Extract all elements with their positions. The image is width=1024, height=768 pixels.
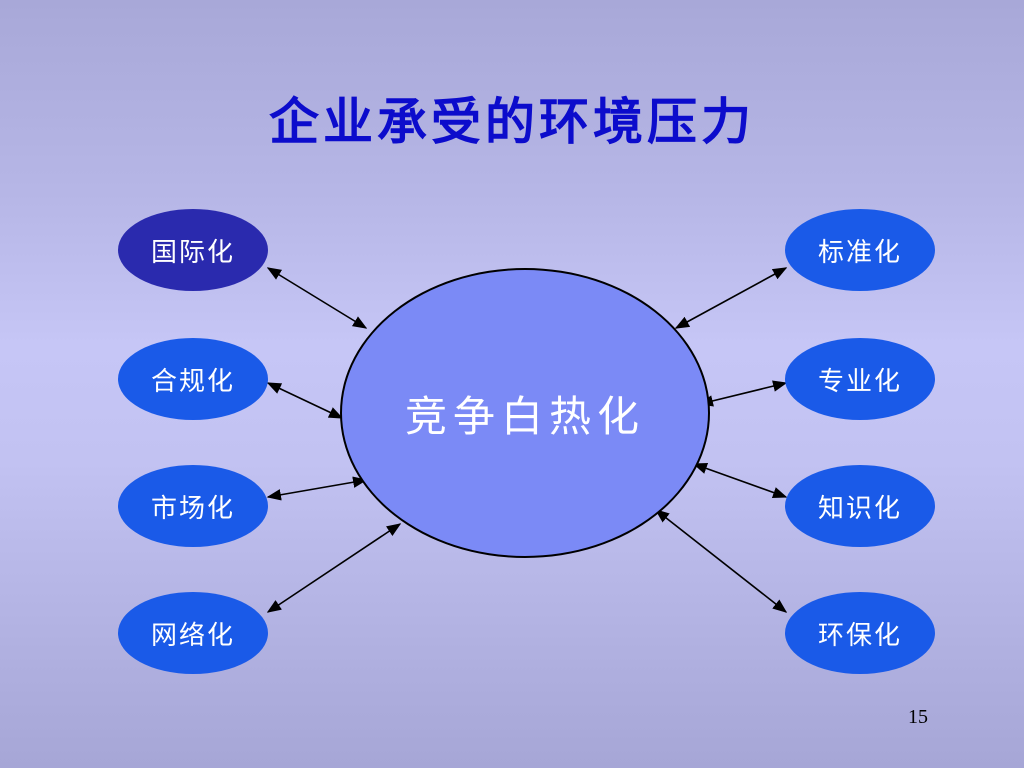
- arrow-biaozhunhua: [674, 267, 788, 329]
- node-shichanghua: 市场化: [118, 465, 268, 547]
- arrow-huanbaohua: [654, 509, 788, 613]
- page-number: 15: [908, 706, 928, 728]
- arrow-zhuanyehua: [698, 380, 788, 407]
- node-zhishihua: 知识化: [785, 465, 935, 547]
- node-wangluohua: 网络化: [118, 592, 268, 674]
- center-label: 竞争白热化: [404, 391, 645, 441]
- node-zhuanyehua: 专业化: [785, 338, 935, 420]
- center-ellipse: 竞争白热化: [340, 268, 710, 558]
- arrow-heguihua: [266, 382, 344, 419]
- arrow-guojihua: [266, 267, 368, 329]
- arrow-shichanghua: [266, 476, 368, 501]
- node-guojihua: 国际化: [118, 209, 268, 291]
- node-biaozhunhua: 标准化: [785, 209, 935, 291]
- arrow-wangluohua: [266, 523, 402, 613]
- arrow-zhishihua: [692, 462, 788, 499]
- slide-title: 企业承受的环境压力: [269, 92, 755, 151]
- node-huanbaohua: 环保化: [785, 592, 935, 674]
- node-heguihua: 合规化: [118, 338, 268, 420]
